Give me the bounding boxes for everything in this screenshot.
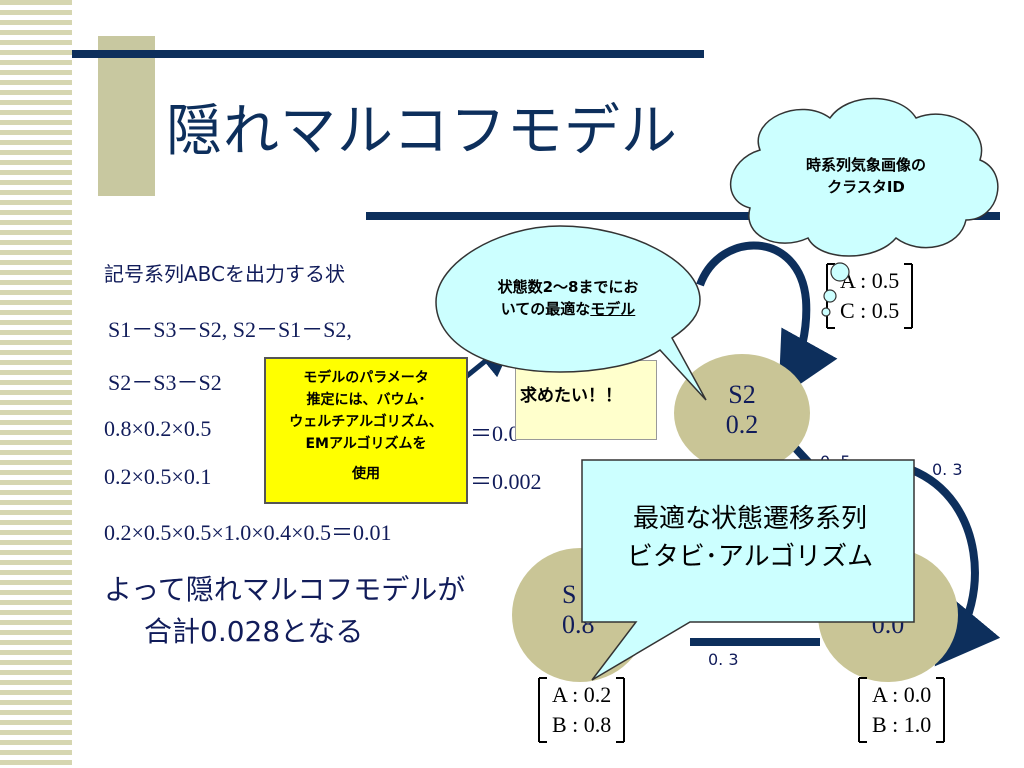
left-stripes xyxy=(0,0,72,768)
transition-label-3: 0. 3 xyxy=(708,650,739,669)
matrix-s1-row-2: B : 0.8 xyxy=(552,712,612,737)
matrix-s1-row-1: A : 0.2 xyxy=(552,682,612,707)
cloud-bubble-medium xyxy=(823,289,837,303)
cloud-bubble-small xyxy=(821,307,831,317)
cloud-text: 時系列気象画像の クラスタID xyxy=(756,154,976,198)
oval-callout-text: 状態数2～8までにお いての最適なモデル xyxy=(448,276,688,320)
matrix-s3-row-1: A : 0.0 xyxy=(872,682,932,707)
matrix-s2-row-2: C : 0.5 xyxy=(840,298,900,323)
matrix-s1: A : 0.2 B : 0.8 xyxy=(538,677,626,743)
body-line-4: 0.8×0.2×0.5 xyxy=(104,416,212,441)
goal-note: 求めたい！！ xyxy=(515,360,657,440)
optimal-model-link[interactable]: モデル xyxy=(590,300,636,318)
self-loop-arrow xyxy=(696,241,838,399)
cloud-shape xyxy=(729,97,999,257)
body-line-5-result: ＝0.002 xyxy=(470,469,542,494)
note-line-3: ウェルチアルゴリズム、 xyxy=(289,414,443,430)
cloud-line-2: クラスタID xyxy=(827,178,905,196)
oval-line-1: 状態数2～8までにお xyxy=(497,278,639,296)
matrix-s2-row-1: A : 0.5 xyxy=(840,268,900,293)
state-s2-prob: 0.2 xyxy=(725,410,759,439)
cloud-line-1: 時系列気象画像の xyxy=(805,156,926,174)
viterbi-line-1: 最適な状態遷移系列 xyxy=(632,504,867,534)
note-line-2: 推定には、バウム･ xyxy=(306,392,426,408)
viterbi-callout-text: 最適な状態遷移系列 ビタビ･アルゴリズム xyxy=(582,500,918,576)
transition-label-2: 0. 3 xyxy=(932,460,963,479)
oval-line-2-prefix: いての最適な xyxy=(500,300,591,318)
body-line-4-result: ＝0.0 xyxy=(470,421,520,446)
viterbi-line-2: ビタビ･アルゴリズム xyxy=(626,542,874,572)
arrow-right-curve xyxy=(910,466,1001,667)
state-node-s2: S2 0.2 xyxy=(674,354,810,472)
body-line-6: 0.2×0.5×0.5×1.0×0.4×0.5＝0.01 xyxy=(104,520,392,545)
note-line-5: 使用 xyxy=(352,466,380,482)
note-line-4: EMアルゴリズムを xyxy=(305,436,427,452)
body-line-5: 0.2×0.5×0.1 xyxy=(104,464,212,489)
cloud-bubble-large xyxy=(830,262,850,282)
viterbi-callout-shape xyxy=(581,459,915,681)
parameter-estimation-note: モデルのパラメータ 推定には、バウム･ ウェルチアルゴリズム、 EMアルゴリズム… xyxy=(264,357,468,504)
state-s2-name: S2 xyxy=(728,380,756,409)
oval-callout-shape xyxy=(435,225,707,401)
title-underline-rule xyxy=(366,212,1000,220)
title-accent-block xyxy=(98,36,155,196)
oval-line-2: いての最適なモデル xyxy=(448,298,688,320)
note-line-1: モデルのパラメータ xyxy=(303,370,429,386)
matrix-s3-row-2: B : 1.0 xyxy=(872,712,932,737)
conclusion-line-2: 合計0.028となる xyxy=(144,615,364,648)
slide-title: 隠れマルコフモデル xyxy=(166,99,678,164)
body-line-2: S1－S3－S2, S2－S1－S2, xyxy=(108,317,352,342)
matrix-s3: A : 0.0 B : 1.0 xyxy=(858,677,946,743)
conclusion-line-1: よって隠れマルコフモデルが xyxy=(104,573,466,606)
matrix-s2: A : 0.5 C : 0.5 xyxy=(826,263,914,329)
body-line-1: 記号系列ABCを出力する状 xyxy=(104,262,346,286)
state-s1-name: S xyxy=(562,580,577,609)
body-line-3: S2－S3－S2 xyxy=(108,370,222,395)
top-rule xyxy=(72,50,704,58)
